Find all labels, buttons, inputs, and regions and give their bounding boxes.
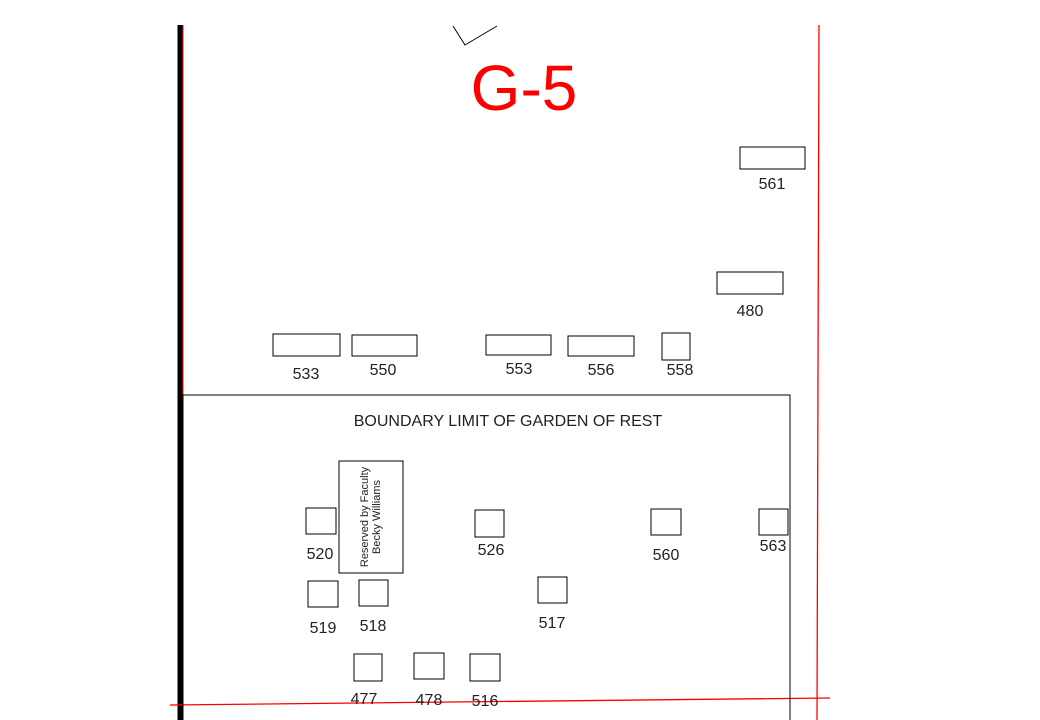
plot-520-label: 520 [307, 546, 334, 563]
plot-517-label: 517 [539, 615, 566, 632]
plot-516-label: 516 [472, 693, 499, 710]
plot-550-label: 550 [370, 362, 397, 379]
plot-533-label: 533 [293, 366, 320, 383]
garden-of-rest-boundary [182, 394, 791, 720]
plot-550[interactable] [351, 334, 418, 357]
plot-477-label: 477 [351, 691, 378, 708]
plot-553-label: 553 [506, 361, 533, 378]
plot-519-label: 519 [310, 620, 337, 637]
reserved-plot-box[interactable] [338, 460, 404, 574]
plot-517[interactable] [537, 576, 568, 604]
plot-533[interactable] [272, 333, 341, 357]
plot-477[interactable] [353, 653, 383, 682]
plot-518[interactable] [358, 579, 389, 607]
plot-526-label: 526 [478, 542, 505, 559]
plot-563-label: 563 [760, 538, 787, 555]
plot-556-label: 556 [588, 362, 615, 379]
plot-520[interactable] [305, 507, 337, 535]
plot-563[interactable] [758, 508, 789, 536]
plot-556[interactable] [567, 335, 635, 357]
section-title: G-5 [471, 52, 578, 124]
north-chevron-icon [452, 25, 498, 46]
plot-558-label: 558 [667, 362, 694, 379]
plot-553[interactable] [485, 334, 552, 356]
plot-519[interactable] [307, 580, 339, 608]
reserved-note-line1: Reserved by Faculty [359, 466, 371, 567]
reserved-note-line2: Becky Williams [371, 480, 383, 554]
plot-480-label: 480 [737, 303, 764, 320]
plot-558[interactable] [661, 332, 691, 361]
plot-526[interactable] [474, 509, 505, 538]
plot-561-label: 561 [759, 176, 786, 193]
plot-480[interactable] [716, 271, 784, 295]
plot-561[interactable] [739, 146, 806, 170]
bottom-red-guide-line [169, 697, 831, 706]
boundary-label: BOUNDARY LIMIT OF GARDEN OF REST [354, 413, 663, 430]
plot-560-label: 560 [653, 547, 680, 564]
right-red-guide-line [816, 24, 820, 720]
plot-478-label: 478 [416, 692, 443, 709]
plot-516[interactable] [469, 653, 501, 682]
plot-518-label: 518 [360, 618, 387, 635]
plot-560[interactable] [650, 508, 682, 536]
plot-478[interactable] [413, 652, 445, 680]
